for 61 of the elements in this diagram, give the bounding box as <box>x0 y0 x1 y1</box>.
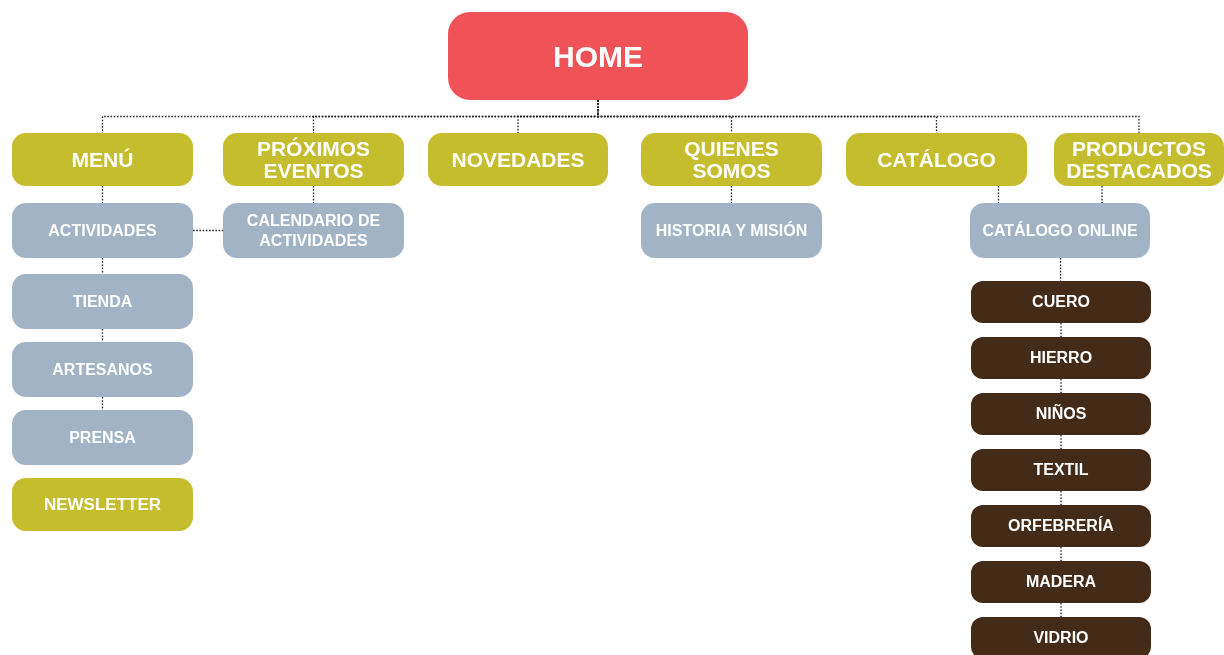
node-label: CATÁLOGO <box>877 148 996 171</box>
section-box <box>223 133 404 186</box>
page-box <box>970 203 1150 258</box>
node-label: CALENDARIO DE ACTIVIDADES <box>245 210 382 251</box>
category-box <box>971 449 1151 491</box>
node-label: MENÚ <box>71 148 134 171</box>
node-label: NOVEDADES <box>451 148 585 171</box>
connector-line <box>101 185 104 204</box>
connector-line <box>1060 602 1062 618</box>
category-box <box>971 393 1151 435</box>
category-box <box>971 561 1151 603</box>
page-box <box>223 203 404 258</box>
home-box <box>448 12 748 100</box>
node-label: PRENSA <box>69 427 136 448</box>
page-box <box>12 410 193 465</box>
section-box <box>12 133 193 186</box>
node-label: HISTORIA Y MISIÓN <box>655 220 808 241</box>
connector-line <box>1060 378 1062 394</box>
connector-line <box>1059 257 1062 282</box>
connector-line <box>101 328 104 343</box>
node-label: QUIENES SOMOS <box>683 137 780 182</box>
connector-line <box>101 257 104 275</box>
node-label: VIDRIO <box>1033 628 1089 648</box>
category-box <box>971 337 1151 379</box>
node-label: NEWSLETTER <box>43 493 162 516</box>
node-label: ORFEBRERÍA <box>1008 515 1114 536</box>
category-box <box>971 505 1151 547</box>
connector-line <box>730 185 733 204</box>
connector-line <box>312 185 315 204</box>
node-label: CUERO <box>1032 292 1090 312</box>
page-box <box>641 203 822 258</box>
page-box <box>12 203 193 258</box>
node-label: NIÑOS <box>1035 403 1087 424</box>
connector-line <box>997 185 1000 204</box>
section-box <box>12 478 193 531</box>
node-label: PRODUCTOS DESTACADOS <box>1065 137 1213 182</box>
node-label: TIENDA <box>72 291 133 312</box>
section-box <box>1054 133 1224 186</box>
connector-line <box>1060 490 1062 506</box>
connector-line <box>1101 185 1103 204</box>
connector-line <box>1060 322 1062 338</box>
category-box <box>971 617 1151 655</box>
node-label: MADERA <box>1025 572 1097 592</box>
section-box <box>641 133 822 186</box>
node-label: PRÓXIMOS EVENTOS <box>255 137 372 182</box>
page-box <box>12 274 193 329</box>
node-label: HIERRO <box>1029 348 1093 368</box>
page-box <box>12 342 193 397</box>
section-box <box>846 133 1027 186</box>
connector-line <box>101 396 104 411</box>
node-label: HOME <box>553 38 643 75</box>
node-label: CATÁLOGO ONLINE <box>982 220 1138 241</box>
connector-line <box>597 99 1140 134</box>
section-box <box>428 133 608 186</box>
connector-line <box>1060 434 1062 450</box>
category-box <box>971 281 1151 323</box>
node-label: ACTIVIDADES <box>48 220 157 241</box>
node-label: ARTESANOS <box>52 359 153 380</box>
connector-line <box>1060 546 1062 562</box>
connector-line <box>192 229 224 232</box>
node-label: TEXTIL <box>1033 460 1089 480</box>
